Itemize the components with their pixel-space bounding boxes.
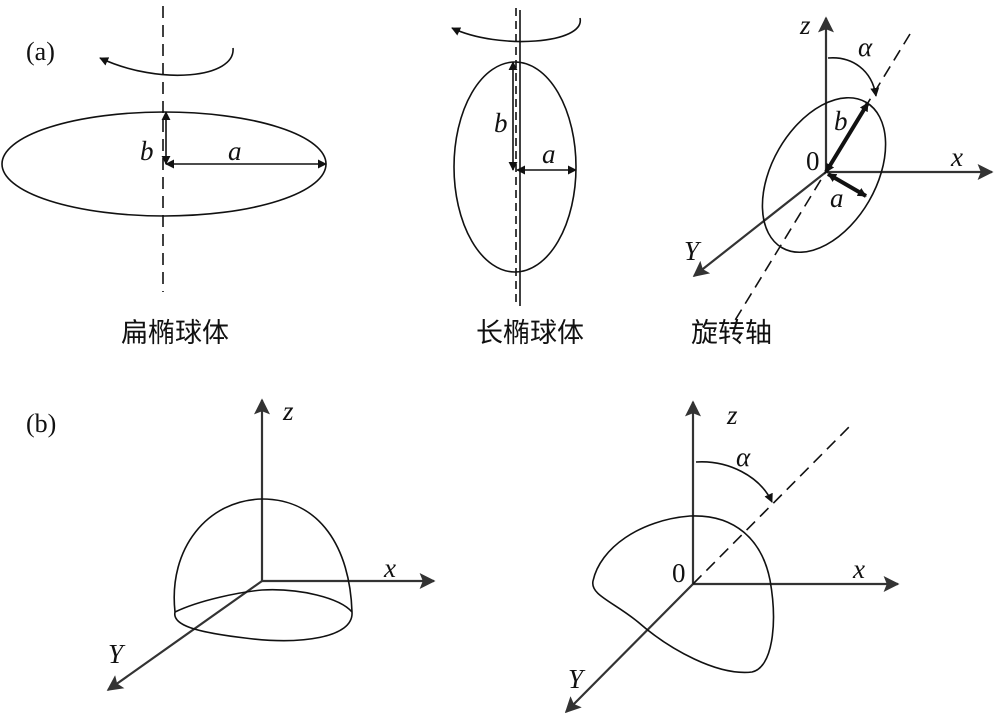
right-rotation-axis [692,423,853,585]
oblate-rotation-arrow [99,47,234,77]
panel-a-label: (a) [26,37,55,66]
rotated-y-label: Y [684,236,702,266]
right-alpha-label: α [736,442,751,472]
oblate-spheroid-group: b a 扁椭球体 [1,6,327,349]
rotated-semi-axis-b [824,101,870,174]
rotated-x-label: x [950,142,963,172]
right-y-axis [564,583,694,714]
prolate-spheroid-group: b a 长椭球体 [451,8,584,349]
rotated-caption: 旋转轴 [691,318,772,349]
prolate-b-label: b [494,108,508,138]
right-x-label: x [852,554,865,584]
rotated-alpha-arc [827,57,880,97]
oblate-b-label: b [140,136,154,166]
rotated-b-label: b [834,106,848,136]
rotated-ellipse [761,96,887,254]
left-y-axis [106,580,263,691]
rotated-y-axis [692,171,827,277]
prolate-ellipse [453,61,577,273]
panel-b-label: (b) [26,409,56,438]
left-x-label: x [383,553,396,583]
rotated-z-label: z [799,10,811,40]
right-y-label: Y [568,664,586,694]
prolate-caption: 长椭球体 [476,318,584,349]
left-y-label: Y [108,639,126,669]
prolate-rotation-arrow [451,17,581,43]
prolate-a-label: a [542,139,556,169]
half-spheroid-right-group: z x Y 0 α [564,400,900,714]
rotated-alpha-label: α [858,32,873,62]
rotated-a-label: a [830,183,844,213]
left-dome-outline [173,498,353,642]
left-base-curve [174,588,353,613]
rotated-semi-axis-a [826,172,868,198]
right-origin-label: 0 [672,558,686,588]
right-alpha-arc [695,461,773,503]
rotated-origin-label: 0 [806,146,820,176]
rotated-rotation-axis [733,33,911,323]
half-spheroid-left-group: z x Y [106,396,436,691]
oblate-a-label: a [228,136,242,166]
right-z-label: z [726,400,738,430]
left-z-label: z [282,396,294,426]
right-dome-outline [592,515,775,674]
oblate-caption: 扁椭球体 [121,318,229,349]
rotated-spheroid-group: z x Y 0 α b a 旋转轴 [684,10,994,349]
